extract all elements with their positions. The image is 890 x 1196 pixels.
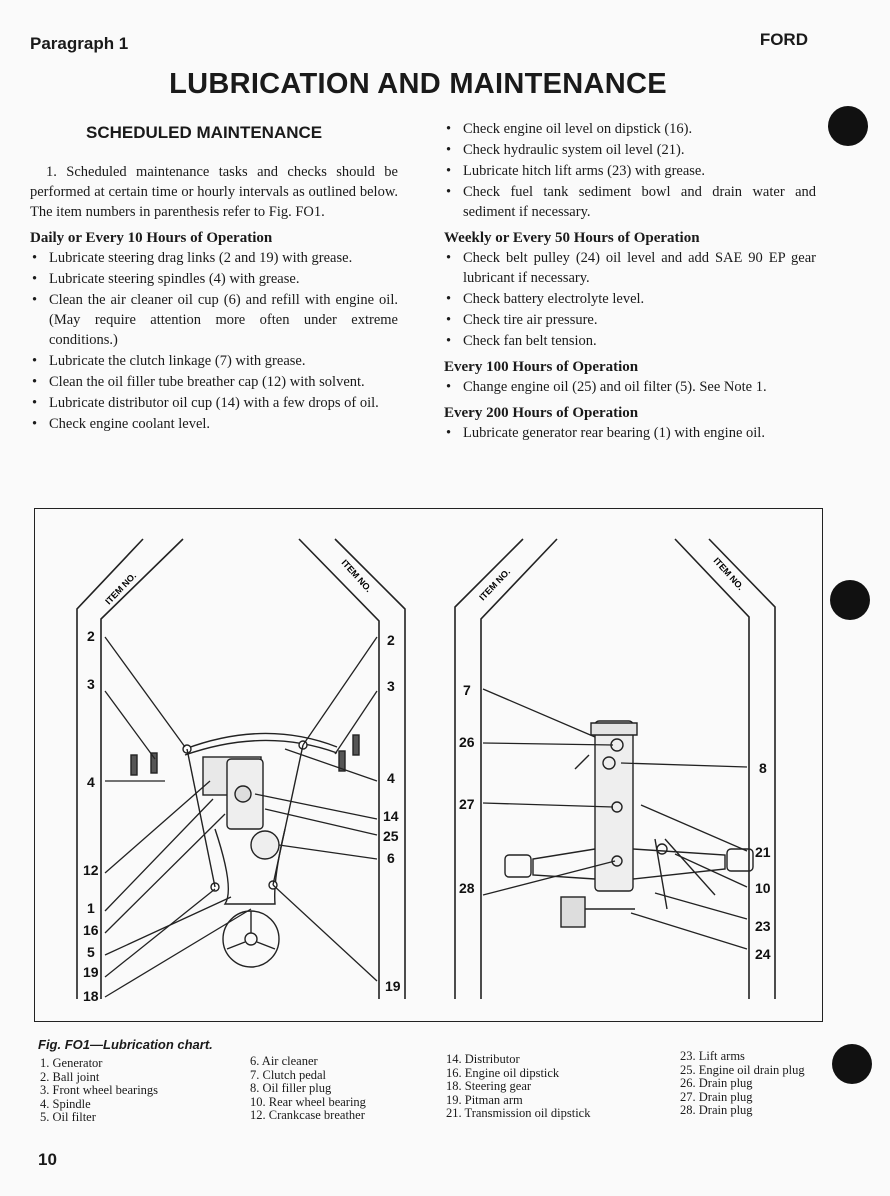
list-item: Check engine coolant level. [30,414,398,434]
figure-caption: Fig. FO1—Lubrication chart. [38,1037,213,1052]
left-column: 1. Scheduled maintenance tasks and check… [30,162,398,435]
callout-number: 26 [459,734,475,750]
list-item: Change engine oil (25) and oil filter (5… [444,377,816,397]
legend-item: 6. Air cleaner [250,1054,318,1068]
legend-column-4: 23. Lift arms 25. Engine oil drain plug … [680,1049,805,1118]
hours200-heading: Every 200 Hours of Operation [444,405,639,421]
lubrication-chart-figure: ITEM NO. ITEM NO. ITEM NO. ITEM NO. 2 3 … [34,508,823,1022]
callout-number: 14 [383,808,399,824]
callout-number: 3 [387,678,395,694]
item-no-label: ITEM NO. [712,556,746,592]
callout-number: 12 [83,862,99,878]
legend-item: 26. Drain plug [680,1076,753,1090]
tractor-rear-view [504,720,754,928]
callout-number: 7 [463,682,471,698]
legend-column-1: 1. Generator 2. Ball joint 3. Front whee… [40,1056,159,1125]
callout-number: 21 [755,844,771,860]
paragraph-label: Paragraph 1 [30,34,129,53]
hours100-heading: Every 100 Hours of Operation [444,359,639,375]
callout-number: 6 [387,850,395,866]
binder-hole-middle [830,580,870,620]
daily-heading: Daily or Every 10 Hours of Operation [30,230,273,246]
legend-item: 19. Pitman arm [446,1092,523,1107]
list-item: Check fan belt tension. [444,331,816,351]
list-item: Lubricate generator rear bearing (1) wit… [444,423,816,443]
callout-number: 16 [83,922,99,938]
callout-number: 5 [87,944,95,960]
legend-item: 21. Transmission oil dipstick [446,1106,591,1120]
lubrication-diagram: ITEM NO. ITEM NO. ITEM NO. ITEM NO. 2 3 … [76,538,776,1004]
callout-number: 4 [87,774,95,790]
list-item: Clean the air cleaner oil cup (6) and re… [30,290,398,350]
list-item: Lubricate steering drag links (2 and 19)… [30,248,398,268]
legend-item: 27. Drain plug [680,1089,753,1104]
legend-item: 8. Oil filler plug [250,1081,332,1095]
callout-number: 27 [459,796,475,812]
legend-item: 23. Lift arms [680,1049,745,1063]
section-title: SCHEDULED MAINTENANCE [86,123,323,142]
item-no-label: ITEM NO. [340,558,374,594]
callout-number: 2 [387,632,395,648]
legend-item: 5. Oil filter [40,1110,96,1124]
callout-number: 8 [759,760,767,776]
callout-number: 24 [755,946,771,962]
brand-label: FORD [759,30,808,49]
legend-column-2: 6. Air cleaner 7. Clutch pedal 8. Oil fi… [250,1054,366,1123]
callout-number: 2 [87,628,95,644]
callout-number: 23 [755,918,771,934]
legend-item: 4. Spindle [40,1096,91,1111]
callout-number: 1 [87,900,95,916]
callout-number: 3 [87,676,95,692]
hours200-list: Lubricate generator rear bearing (1) wit… [444,423,816,443]
legend-item: 2. Ball joint [40,1069,100,1084]
list-item: Clean the oil filler tube breather cap (… [30,372,398,392]
list-item: Check hydraulic system oil level (21). [444,140,816,160]
list-item: Lubricate steering spindles (4) with gre… [30,269,398,289]
list-item: Lubricate hitch lift arms (23) with grea… [444,161,816,181]
callout-number: 4 [387,770,395,786]
legend-item: 12. Crankcase breather [250,1108,365,1122]
right-view-leaders [482,688,748,950]
binder-hole-bottom [832,1044,872,1084]
tractor-top-view [130,732,360,968]
item-no-label: ITEM NO. [477,567,512,603]
list-item: Check fuel tank sediment bowl and drain … [444,182,816,222]
list-item: Check battery electrolyte level. [444,289,816,309]
page-title: LUBRICATION AND MAINTENANCE [169,68,667,100]
page-number: 10 [38,1150,57,1169]
callout-number: 28 [459,880,475,896]
intro-paragraph: 1. Scheduled maintenance tasks and check… [30,164,398,220]
hours100-list: Change engine oil (25) and oil filter (5… [444,377,816,397]
left-view-leaders [104,636,378,998]
daily-list-continued: Check engine oil level on dipstick (16).… [444,119,816,222]
callout-number: 10 [755,880,771,896]
callout-number: 18 [83,988,99,1004]
legend-item: 1. Generator [40,1056,103,1070]
legend-item: 10. Rear wheel bearing [250,1094,366,1109]
legend-item: 28. Drain plug [680,1103,753,1117]
list-item: Check engine oil level on dipstick (16). [444,119,816,139]
daily-list: Lubricate steering drag links (2 and 19)… [30,248,398,434]
legend-item: 16. Engine oil dipstick [446,1065,560,1080]
legend-item: 14. Distributor [446,1052,520,1066]
right-column: Check engine oil level on dipstick (16).… [444,119,816,444]
list-item: Lubricate distributor oil cup (14) with … [30,393,398,413]
weekly-heading: Weekly or Every 50 Hours of Operation [444,230,700,246]
list-item: Check tire air pressure. [444,310,816,330]
list-item: Lubricate the clutch linkage (7) with gr… [30,351,398,371]
weekly-list: Check belt pulley (24) oil level and add… [444,248,816,351]
legend-column-3: 14. Distributor 16. Engine oil dipstick … [446,1052,591,1121]
legend-item: 3. Front wheel bearings [40,1083,159,1097]
callout-number: 25 [383,828,399,844]
legend-item: 25. Engine oil drain plug [680,1062,805,1077]
callout-number: 19 [385,978,401,994]
legend-item: 7. Clutch pedal [250,1067,327,1082]
binder-hole-top [828,106,868,146]
legend-item: 18. Steering gear [446,1079,532,1093]
list-item: Check belt pulley (24) oil level and add… [444,248,816,288]
callout-number: 19 [83,964,99,980]
